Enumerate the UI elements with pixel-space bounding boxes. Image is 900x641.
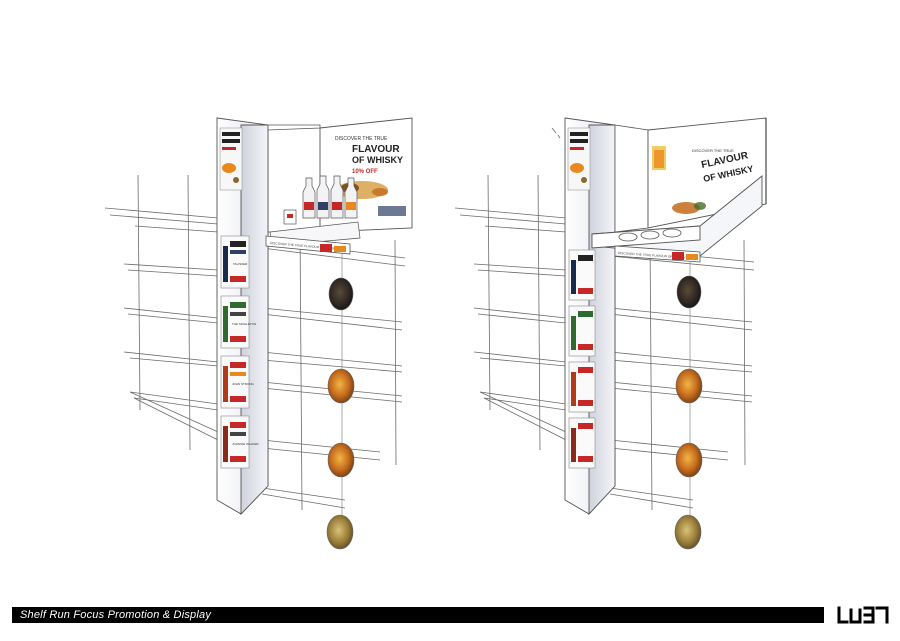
right-panel-2 [568, 305, 596, 357]
right-shelf-strip: DISCOVER THE TRUE FLAVOUR OF WHISKY [614, 245, 701, 263]
left-panel-3-label: JOHN STRONG [232, 382, 255, 386]
left-panel-2: THE SINGLETON [220, 295, 256, 349]
left-panel-1: TALISKER [220, 235, 250, 289]
right-hanging-discs [674, 262, 703, 550]
left-hanging-discs [326, 254, 355, 550]
right-shelf-strip-text: DISCOVER THE TRUE FLAVOUR OF WHISKY [618, 251, 687, 260]
right-shelf-lines [454, 127, 755, 511]
left-panel-1-label: TALISKER [233, 262, 248, 266]
footer-bar: Shelf Run Focus Promotion & Display [12, 607, 824, 623]
right-header-box: DISCOVER THE TRUE FLAVOUR OF WHISKY [614, 117, 767, 233]
right-panel-1 [568, 249, 596, 301]
left-header-banner: DISCOVER THE TRUE FLAVOUR OF WHISKY 10% … [267, 117, 413, 233]
left-header-line-1: DISCOVER THE TRUE [335, 136, 388, 142]
right-header-line-1: DISCOVER THE TRUE [692, 148, 734, 153]
left-panel-2-label: THE SINGLETON [232, 322, 256, 326]
left-header-line-3: OF WHISKY [352, 155, 403, 165]
right-bottle-tray [591, 175, 763, 257]
left-panel-3: JOHN STRONG [220, 355, 255, 409]
right-panel-4 [568, 417, 596, 469]
brand-logo [837, 606, 889, 624]
left-panel-4-label: JOHNNIE WALKER [232, 442, 259, 446]
left-shelf-strip-text: DISCOVER THE TRUE FLAVOUR OF WHISKY [270, 241, 339, 251]
footer-title: Shelf Run Focus Promotion & Display [20, 609, 212, 621]
left-header-line-2: FLAVOUR [352, 144, 400, 155]
left-shelf-lines [104, 174, 406, 511]
left-panel-4: JOHNNIE WALKER [220, 415, 259, 469]
right-panel-3 [568, 361, 596, 413]
left-header-line-4: 10% OFF [352, 169, 378, 175]
left-shelf-strip: DISCOVER THE TRUE FLAVOUR OF WHISKY [265, 235, 351, 255]
